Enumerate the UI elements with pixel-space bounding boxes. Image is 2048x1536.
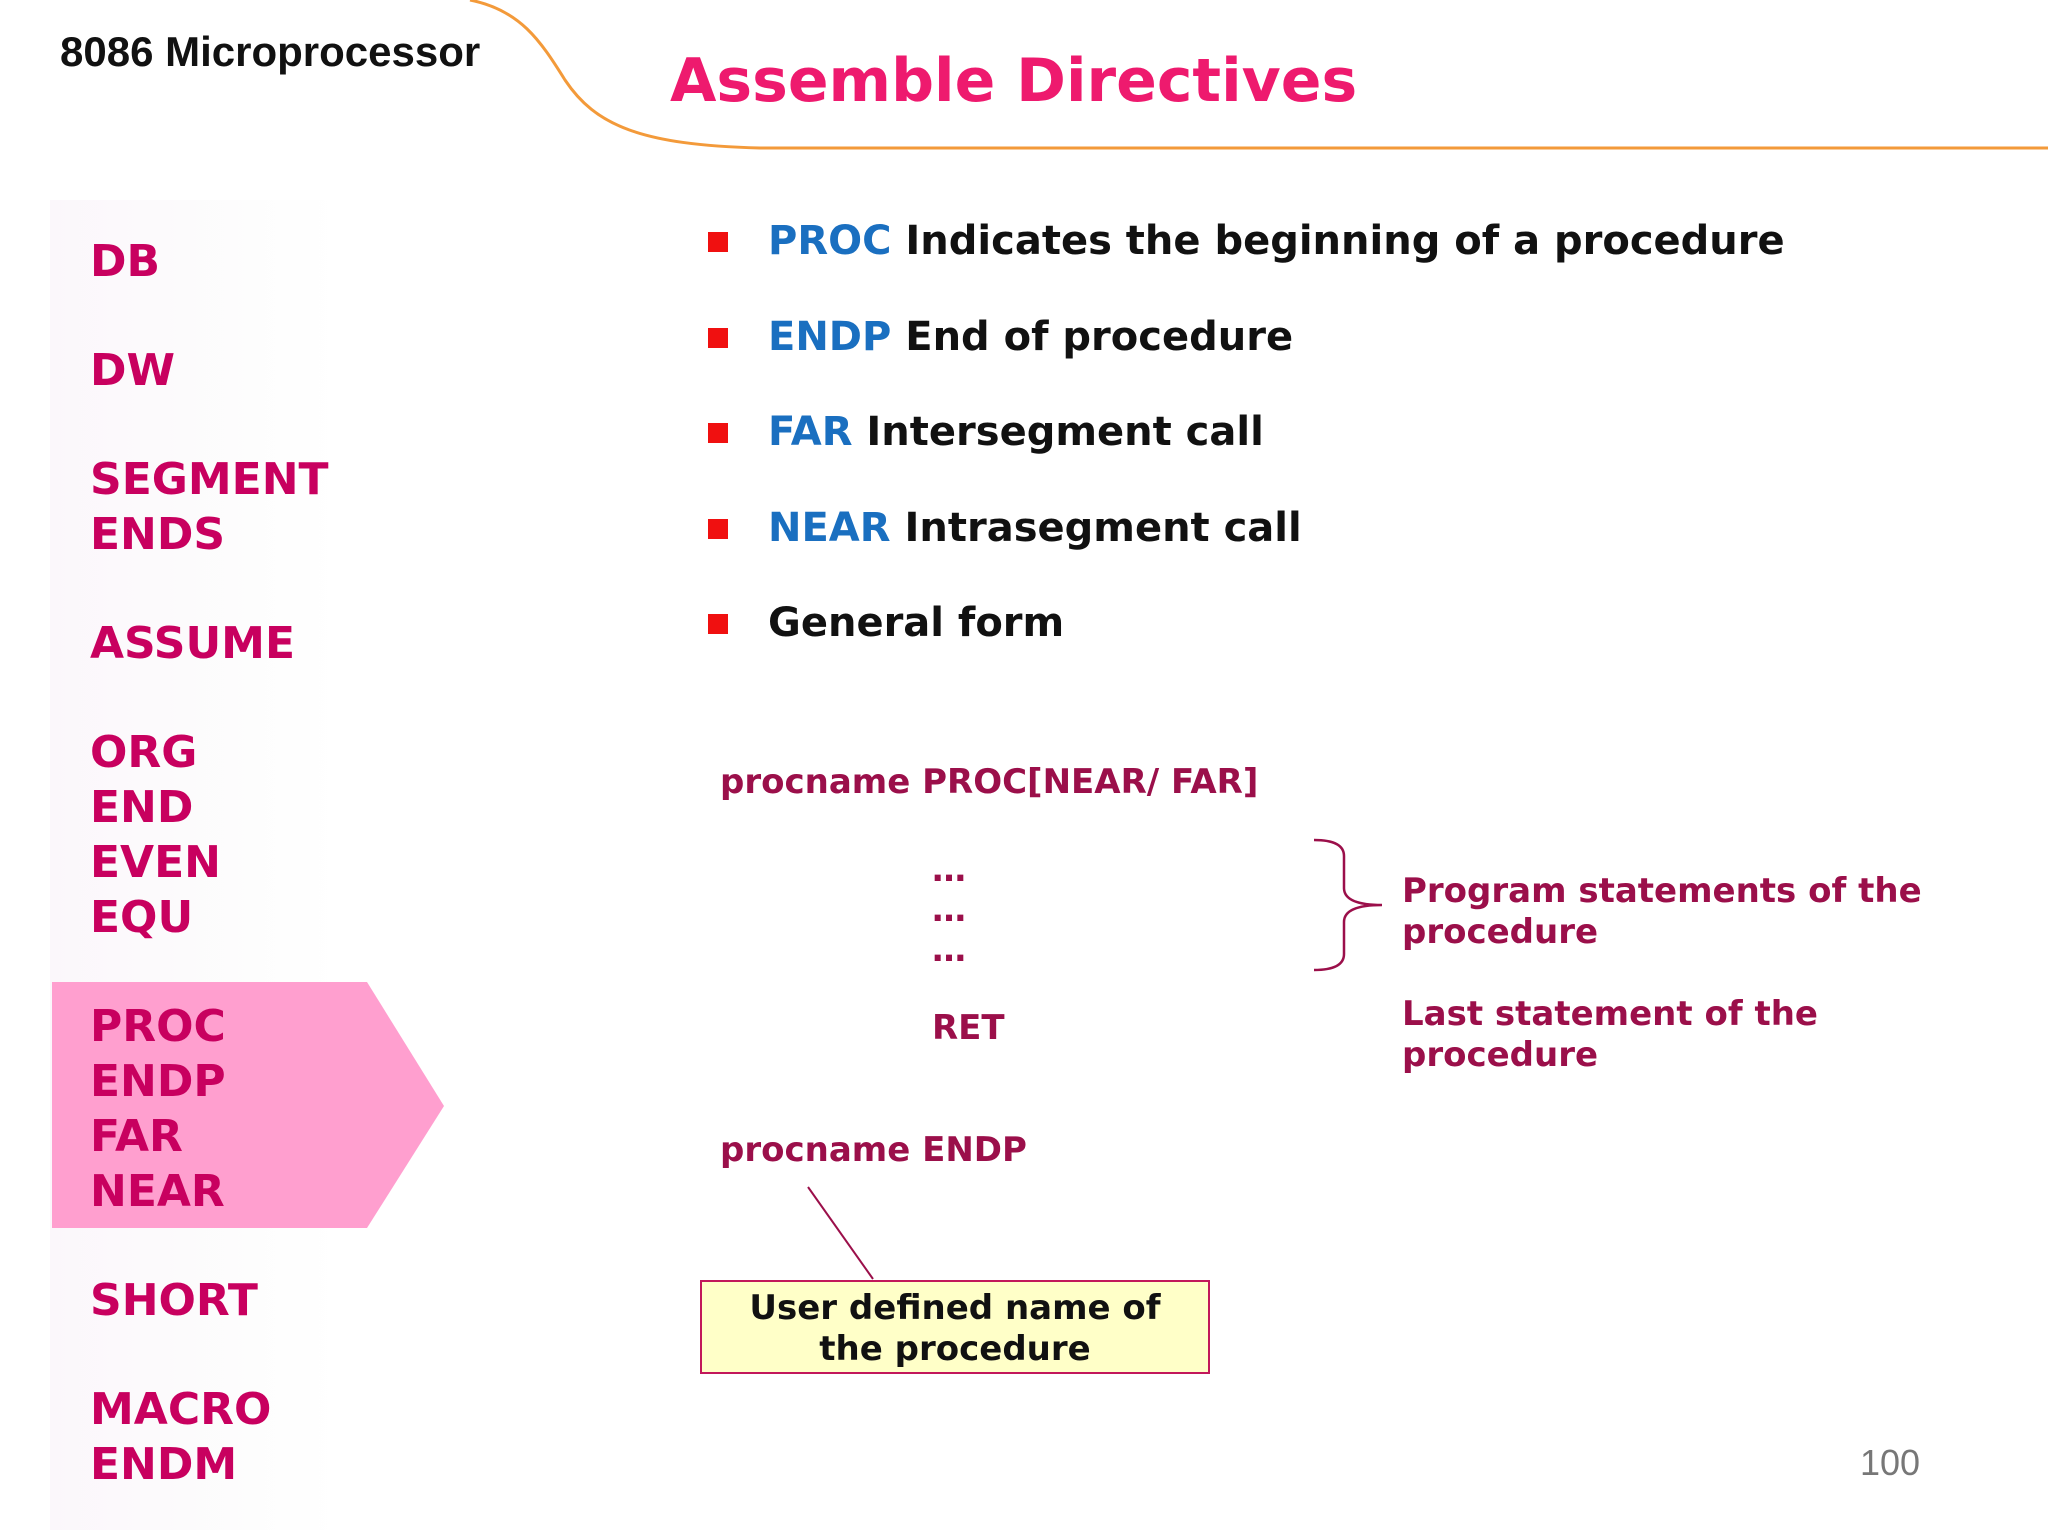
sidebar-item-end: END	[90, 782, 194, 833]
bullet-keyword: PROC	[768, 218, 892, 264]
bullet-description: End of procedure	[891, 314, 1294, 360]
bullet-item-proc: PROC Indicates the beginning of a proced…	[768, 217, 1785, 265]
sidebar-item-org: ORG	[90, 727, 198, 778]
bullet-marker	[708, 423, 728, 443]
callout-line: the procedure	[819, 1329, 1091, 1369]
note-line: Program statements of the	[1402, 871, 1922, 911]
bullet-marker	[708, 519, 728, 539]
sidebar-item-assume: ASSUME	[90, 618, 296, 669]
bullet-item-near: NEAR Intrasegment call	[768, 504, 1302, 552]
sidebar-item-endm: ENDM	[90, 1439, 238, 1490]
page-number: 100	[1860, 1442, 1921, 1483]
sidebar-item-equ: EQU	[90, 892, 194, 943]
sidebar-item-ends: ENDS	[90, 509, 226, 560]
note-line: procedure	[1402, 912, 1599, 952]
sidebar-item-near: NEAR	[90, 1166, 225, 1217]
sidebar-highlight-arrow	[52, 982, 444, 1228]
sidebar-item-macro: MACRO	[90, 1384, 272, 1435]
bullet-item-far: FAR Intersegment call	[768, 408, 1264, 456]
code-dots-2: …	[932, 890, 966, 930]
code-ret: RET	[932, 1008, 1005, 1048]
sidebar-item-dw: DW	[90, 345, 176, 396]
bullet-marker	[708, 232, 728, 252]
callout-line: User defined name of	[749, 1288, 1161, 1328]
note-line: Last statement of the	[1402, 994, 1818, 1034]
note-last-statement: Last statement of the procedure	[1402, 994, 1962, 1076]
sidebar-item-endp: ENDP	[90, 1056, 226, 1107]
bullet-description: Intersegment call	[852, 409, 1264, 455]
note-program-statements: Program statements of the procedure	[1402, 871, 1962, 953]
user-defined-name-callout: User defined name of the procedure	[700, 1280, 1210, 1374]
note-line: procedure	[1402, 1035, 1599, 1075]
bullet-description: Indicates the beginning of a procedure	[891, 218, 1785, 264]
bullet-description: Intrasegment call	[890, 505, 1302, 551]
bullet-marker	[708, 328, 728, 348]
bullet-marker	[708, 614, 728, 634]
curly-brace-icon	[1313, 838, 1383, 972]
sidebar-panel	[50, 200, 340, 1530]
code-proc-footer: procname ENDP	[720, 1130, 1027, 1170]
sidebar-item-even: EVEN	[90, 837, 221, 888]
sidebar-item-db: DB	[90, 236, 161, 287]
bullet-keyword: NEAR	[768, 505, 891, 551]
sidebar-item-far: FAR	[90, 1111, 183, 1162]
sidebar-item-short: SHORT	[90, 1275, 258, 1326]
slide-title: Assemble Directives	[670, 46, 1358, 116]
bullet-item-endp: ENDP End of procedure	[768, 313, 1293, 361]
sidebar-item-segment: SEGMENT	[90, 454, 329, 505]
bullet-item-general-form: General form	[768, 599, 1064, 647]
callout-connector-line	[807, 1186, 874, 1280]
bullet-keyword: FAR	[768, 409, 853, 455]
header-curve-art	[469, 0, 2048, 150]
code-dots-1: …	[932, 850, 966, 890]
code-dots-3: …	[932, 930, 966, 970]
code-proc-header: procname PROC[NEAR/ FAR]	[720, 762, 1259, 802]
bullet-keyword: ENDP	[768, 314, 892, 360]
bullet-description: General form	[768, 600, 1065, 646]
course-title: 8086 Microprocessor	[60, 28, 481, 75]
sidebar-item-proc: PROC	[90, 1001, 226, 1052]
